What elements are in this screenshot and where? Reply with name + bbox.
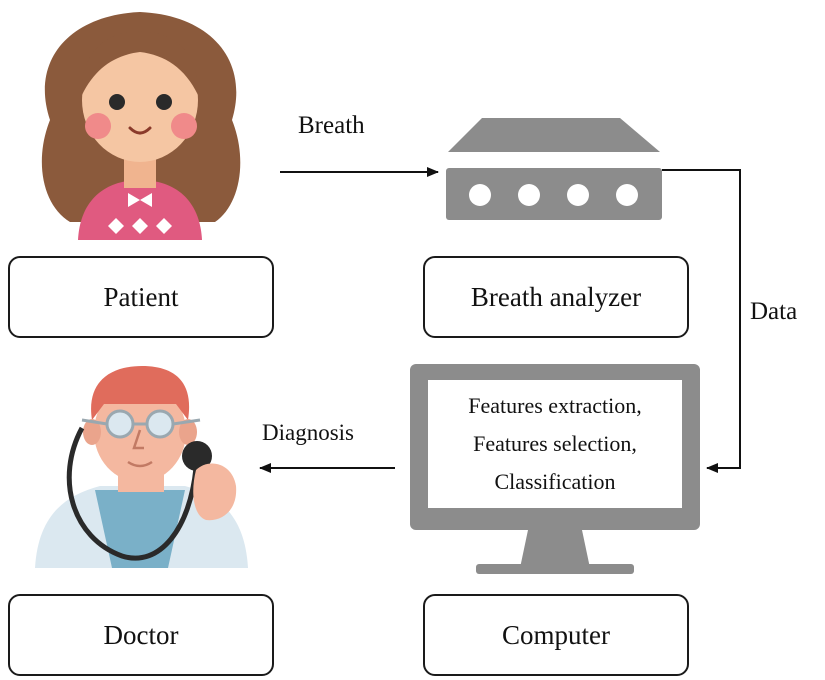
edge-data-arrow (662, 169, 741, 473)
breath-analyzer-label-box: Breath analyzer (423, 256, 689, 338)
edge-label-diagnosis: Diagnosis (262, 420, 354, 445)
screen-line-classification: Classification (494, 469, 616, 494)
computer-screen-text: Features extraction, Features selection,… (428, 380, 682, 508)
doctor-label-box: Doctor (8, 594, 274, 676)
patient-label-box: Patient (8, 256, 274, 338)
patient-girl-icon (41, 12, 241, 240)
patient-label: Patient (103, 281, 179, 312)
breath-analyzer-label: Breath analyzer (470, 281, 642, 312)
edge-label-data: Data (750, 298, 798, 325)
screen-line-features-extraction: Features extraction, (468, 393, 642, 418)
computer-label-box: Computer (423, 594, 689, 676)
doctor-label: Doctor (103, 619, 179, 650)
screen-line-features-selection: Features selection, (473, 431, 637, 456)
edge-label-breath: Breath (298, 112, 365, 139)
computer-label: Computer (502, 619, 610, 650)
computer-monitor-icon (410, 364, 700, 574)
breath-analyzer-device-icon (446, 118, 662, 220)
doctor-stethoscope-icon (35, 366, 248, 568)
